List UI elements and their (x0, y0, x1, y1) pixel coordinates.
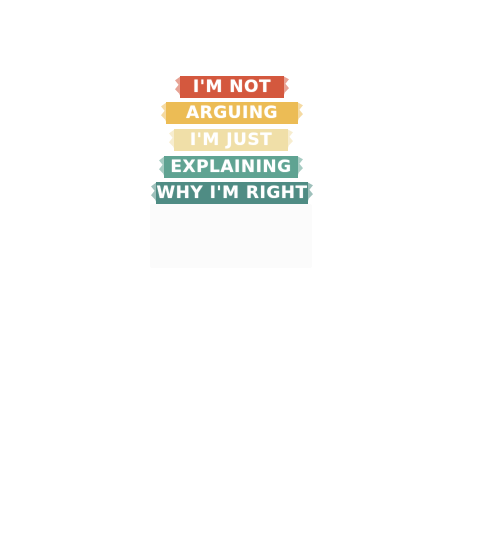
line-im-not-text: I'M NOT (192, 76, 272, 97)
line-im-not: I'M NOT (180, 76, 284, 98)
line-why-im-right: WHY I'M RIGHT (156, 182, 308, 204)
line-arguing-text: ARGUING (185, 102, 278, 123)
line-why-im-right-text: WHY I'M RIGHT (156, 182, 308, 203)
line-im-just-text: I'M JUST (189, 129, 273, 150)
line-im-just: I'M JUST (174, 129, 288, 151)
line-arguing: ARGUING (166, 102, 298, 124)
line-explaining: EXPLAINING (164, 156, 298, 178)
line-explaining-text: EXPLAINING (170, 156, 292, 177)
faded-print-area (150, 204, 312, 268)
tshirt-design: I'M NOT ARGUING I'M JUST EXPLAINING WHY … (150, 72, 314, 270)
